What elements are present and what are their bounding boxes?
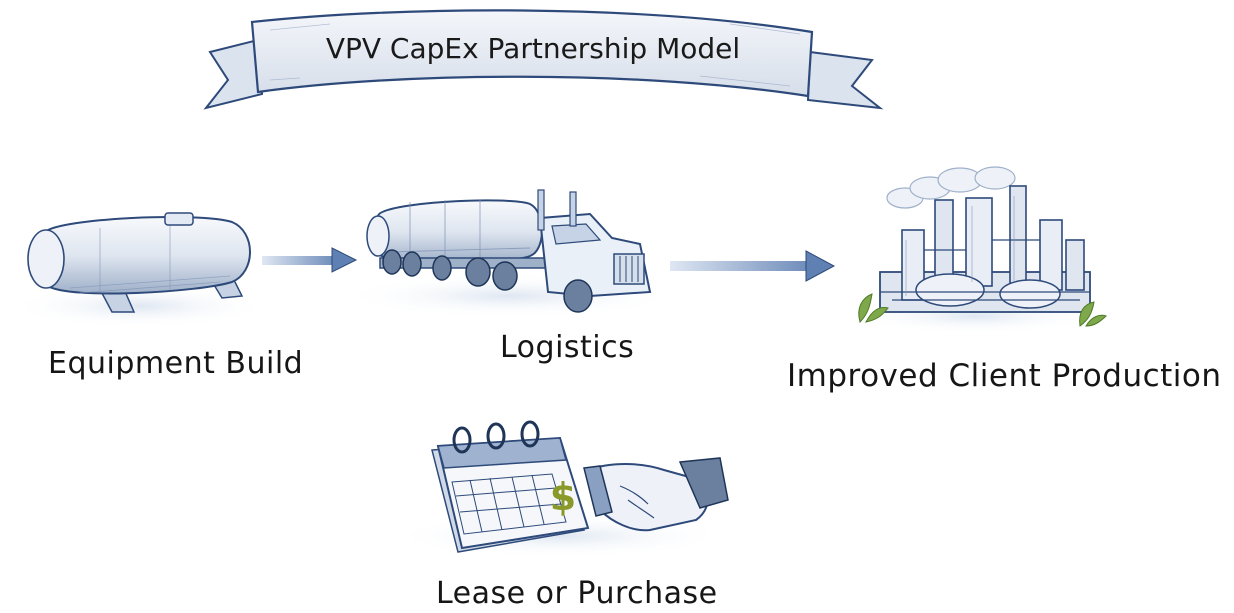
dollar-sign: $ [550,475,576,519]
label-logistics: Logistics [500,330,635,365]
label-lease-or-purchase: Lease or Purchase [436,576,718,611]
title-text: VPV CapEx Partnership Model [326,32,740,65]
calendar-handshake-icon [390,420,730,558]
label-equipment-build: Equipment Build [48,346,304,381]
industrial-plant-icon [850,166,1107,334]
label-improved-client-production: Improved Client Production [787,358,1222,394]
banner-right-tail [806,50,884,110]
flow-arrow-1 [262,247,358,273]
banner-left-tail [203,38,264,110]
flow-arrow-2 [670,250,836,282]
title-banner [203,9,884,110]
tanker-truck-icon [340,189,680,318]
storage-tank-icon [10,212,270,328]
banner-ribbon [250,9,814,98]
